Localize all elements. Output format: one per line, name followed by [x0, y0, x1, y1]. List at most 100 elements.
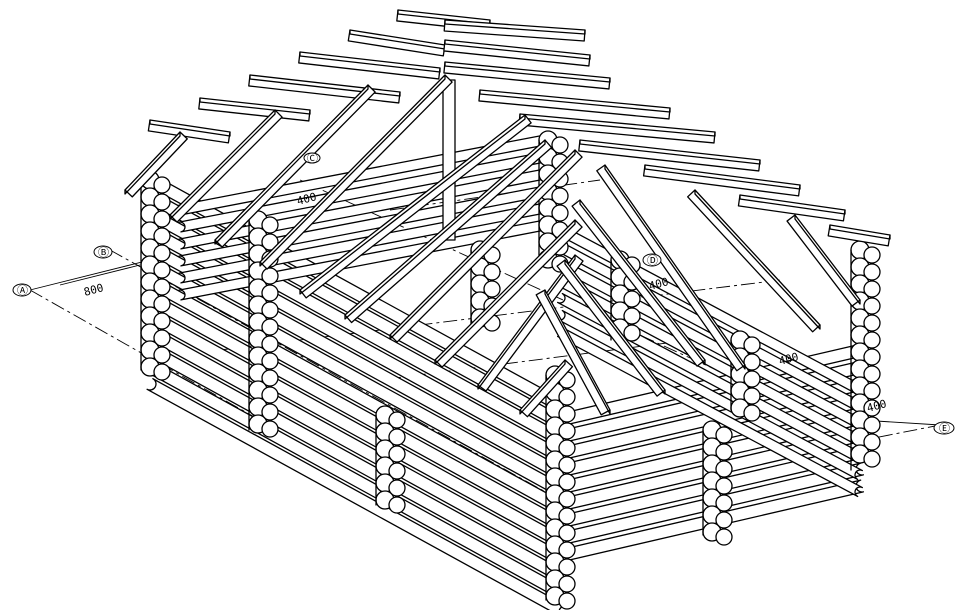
purlin	[443, 19, 586, 42]
beam-edge	[564, 259, 666, 395]
purlin	[248, 74, 401, 104]
log-end	[388, 479, 406, 497]
log-end	[743, 336, 761, 354]
purlin	[147, 119, 231, 144]
beam-edge	[644, 164, 801, 190]
log-end	[388, 496, 406, 514]
purlin	[347, 29, 446, 57]
rafter	[596, 164, 746, 372]
beam-edge	[299, 114, 526, 295]
beam-edge	[519, 113, 716, 137]
log-end	[863, 280, 881, 298]
beam-edge	[149, 119, 231, 137]
rafter	[687, 189, 821, 333]
log-end	[261, 352, 279, 370]
rafter	[344, 139, 553, 324]
log-end	[261, 335, 279, 353]
rafter	[519, 359, 574, 418]
beam-edge	[519, 359, 566, 415]
rafter	[786, 214, 861, 307]
log-end	[558, 456, 576, 474]
log-end	[715, 443, 733, 461]
log-end	[863, 297, 881, 315]
purlin	[198, 97, 311, 122]
log-end	[863, 416, 881, 434]
log-end	[863, 331, 881, 349]
log-end	[863, 314, 881, 332]
log-end	[551, 204, 569, 222]
log-end	[153, 261, 171, 279]
log-end	[551, 187, 569, 205]
rafter	[434, 219, 583, 368]
log-end	[261, 267, 279, 285]
axis-marker-upper: Ⓒ	[303, 152, 321, 165]
dimension-text: 400	[295, 190, 318, 208]
axis-marker-right: Ⓔ	[933, 421, 955, 435]
log-end	[261, 386, 279, 404]
purlin	[642, 164, 801, 197]
log-end	[623, 324, 641, 342]
axis-label: Ⓔ	[939, 422, 950, 435]
beam-edge	[579, 139, 761, 165]
purlin	[443, 39, 591, 67]
rafter	[299, 114, 532, 299]
log-end	[863, 450, 881, 468]
log-end	[715, 460, 733, 478]
log-end	[261, 216, 279, 234]
axis-label: Ⓓ	[647, 254, 658, 267]
corner-front-left-post	[375, 405, 406, 514]
log-end	[388, 411, 406, 429]
beam-edge	[479, 89, 671, 113]
axis-marker-mid: Ⓑ	[93, 245, 113, 259]
log-end	[153, 278, 171, 296]
log-end	[153, 227, 171, 245]
corner-front	[545, 365, 576, 610]
log-end	[558, 541, 576, 559]
dimension-text: 400	[777, 350, 800, 368]
purlin	[443, 61, 611, 90]
log-end	[863, 433, 881, 451]
corner-left	[140, 170, 171, 381]
axis-label: Ⓑ	[98, 246, 109, 259]
rafter	[535, 289, 611, 416]
log-end	[551, 136, 569, 154]
log-end	[558, 592, 576, 610]
axis-label: Ⓒ	[307, 152, 318, 165]
log-end	[863, 399, 881, 417]
beam-edge	[544, 289, 611, 415]
log-end	[261, 420, 279, 438]
log-end	[558, 575, 576, 593]
corner-front-right-post	[702, 420, 733, 546]
roof-framing	[124, 9, 891, 418]
corner-left-inner	[248, 210, 279, 438]
log-end	[715, 511, 733, 529]
purlin	[827, 224, 891, 247]
log-end	[153, 295, 171, 313]
log-end	[483, 263, 501, 281]
log-end	[863, 348, 881, 366]
beam-edge	[214, 84, 369, 245]
log-end	[261, 233, 279, 251]
log-end	[558, 524, 576, 542]
axis-marker-center: Ⓓ	[642, 253, 662, 267]
log-end	[388, 428, 406, 446]
log-end	[261, 403, 279, 421]
log-end	[153, 176, 171, 194]
beam-edge	[604, 164, 746, 370]
log-end	[623, 290, 641, 308]
log-end	[558, 507, 576, 525]
rafter	[556, 259, 666, 397]
beam-edge	[739, 194, 846, 215]
log-end	[153, 329, 171, 347]
log-end	[388, 462, 406, 480]
beam-edge	[794, 214, 861, 305]
beam-edge	[249, 74, 401, 97]
log-end	[558, 558, 576, 576]
log-end	[153, 363, 171, 381]
rafter	[571, 199, 706, 367]
corner-right	[850, 240, 881, 471]
beam-edge	[389, 149, 576, 340]
rafter	[389, 149, 583, 343]
